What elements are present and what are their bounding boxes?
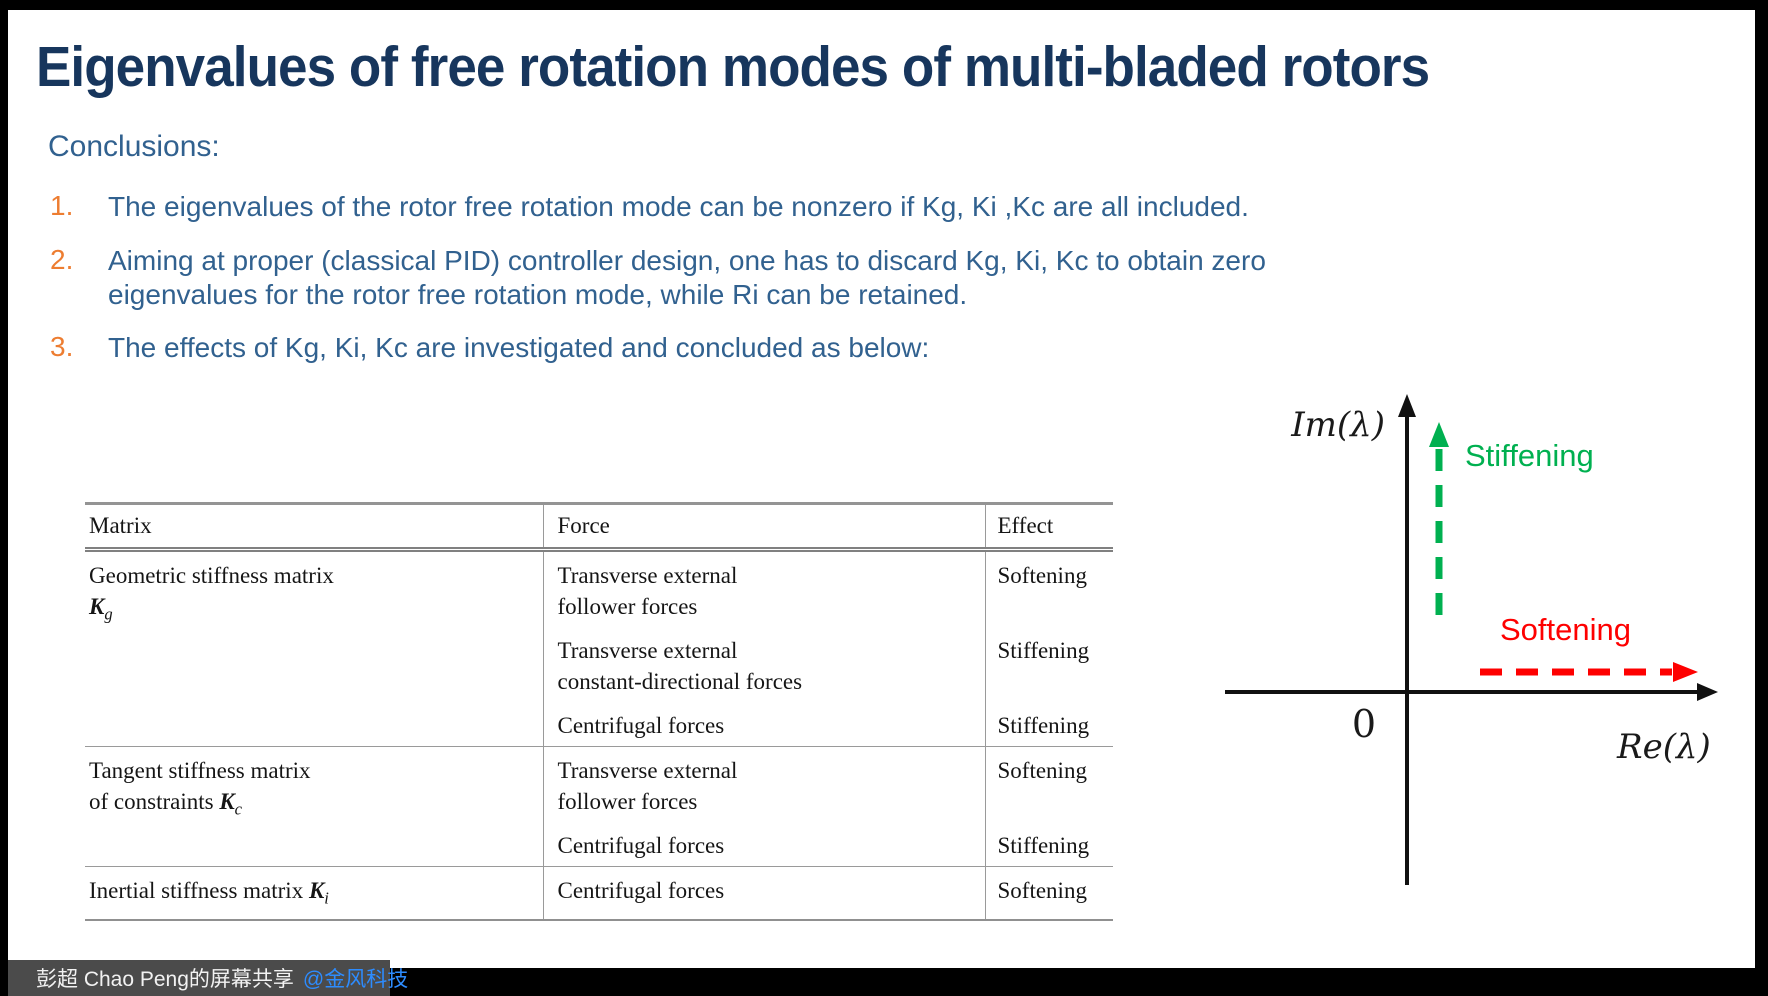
force-cell: Transverse external constant-directional… — [543, 627, 986, 702]
matrix-cell: Tangent stiffness matrix of constraints … — [85, 746, 544, 867]
table-row: Tangent stiffness matrix of constraints … — [85, 746, 1113, 867]
force-cell: Transverse external follower forces — [543, 746, 986, 822]
col-header-matrix: Matrix — [85, 502, 544, 552]
table-row: Inertial stiffness matrix Ki Centrifugal… — [85, 865, 1113, 921]
list-item: 1. The eigenvalues of the rotor free rot… — [50, 190, 1430, 224]
matrix-subscript: i — [324, 888, 329, 908]
share-bar-text: 彭超 Chao Peng的屏幕共享 — [36, 968, 294, 991]
matrix-cell: Geometric stiffness matrix Kg — [85, 549, 544, 747]
y-axis-label: Im(λ) — [1290, 405, 1385, 445]
softening-label: Softening — [1500, 612, 1631, 647]
eigenvalue-plane-diagram: Im(λ) Re(λ) 0 Stiffening Softening — [1225, 394, 1718, 885]
slide-title: Eigenvalues of free rotation modes of mu… — [36, 35, 1430, 99]
list-item-text: The effects of Kg, Ki, Kc are investigat… — [108, 332, 930, 363]
effect-cell: Softening — [997, 563, 1087, 588]
conclusions-list: 1. The eigenvalues of the rotor free rot… — [50, 190, 1430, 385]
matrix-cell: Inertial stiffness matrix Ki — [85, 865, 544, 921]
origin-label: 0 — [1352, 702, 1376, 746]
share-bar-mention-link[interactable]: @金风科技 — [302, 968, 409, 991]
softening-arrowhead-icon — [1673, 662, 1698, 682]
effect-cell: Softening — [985, 746, 1113, 822]
table-header-row: Matrix Force Effect — [85, 502, 1113, 552]
x-axis-label: Re(λ) — [1616, 727, 1711, 767]
table-row: Geometric stiffness matrix Kg Transverse… — [85, 549, 1113, 747]
matrix-subscript: g — [104, 604, 113, 624]
conclusions-label: Conclusions: — [48, 130, 220, 163]
stiffening-arrowhead-icon — [1429, 422, 1449, 447]
imaginary-axis-arrowhead-icon — [1398, 394, 1416, 417]
list-item-number: 1. — [50, 190, 74, 221]
col-header-force: Force — [543, 502, 986, 552]
force-cell: Transverse external follower forces — [543, 549, 986, 627]
list-item-text: The eigenvalues of the rotor free rotati… — [108, 191, 1249, 222]
presentation-slide: Eigenvalues of free rotation modes of mu… — [8, 10, 1755, 968]
table-row: Centrifugal forces Stiffening — [85, 822, 1113, 867]
real-axis-arrowhead-icon — [1697, 683, 1718, 701]
list-item-number: 3. — [50, 331, 74, 362]
matrix-symbol: K — [219, 789, 235, 814]
effect-cell: Stiffening — [997, 713, 1090, 738]
force-cell: Centrifugal forces — [543, 865, 986, 921]
table-row: Transverse external constant-directional… — [85, 627, 1113, 702]
list-item: 2. Aiming at proper (classical PID) cont… — [50, 244, 1430, 312]
matrix-symbol: K — [308, 878, 325, 903]
force-cell: Centrifugal forces — [543, 822, 986, 867]
matrix-subscript: c — [234, 799, 243, 819]
force-cell: Centrifugal forces — [543, 702, 986, 747]
effect-cell: Stiffening — [997, 833, 1090, 858]
stiffening-label: Stiffening — [1465, 438, 1594, 473]
list-item-number: 2. — [50, 244, 74, 275]
list-item: 3. The effects of Kg, Ki, Kc are investi… — [50, 331, 1430, 365]
col-header-effect: Effect — [985, 502, 1113, 552]
list-item-text: Aiming at proper (classical PID) control… — [108, 245, 1266, 310]
effects-table-wrap: Matrix Force Effect Geometric stiffness … — [85, 502, 1113, 921]
effects-table: Matrix Force Effect Geometric stiffness … — [85, 502, 1113, 921]
table-row: Centrifugal forces Stiffening — [85, 702, 1113, 747]
screen-share-bar: 彭超 Chao Peng的屏幕共享 @金风科技 — [8, 960, 408, 996]
matrix-symbol: K — [89, 594, 105, 619]
effect-cell: Stiffening — [997, 638, 1090, 663]
effect-cell: Softening — [985, 865, 1113, 921]
